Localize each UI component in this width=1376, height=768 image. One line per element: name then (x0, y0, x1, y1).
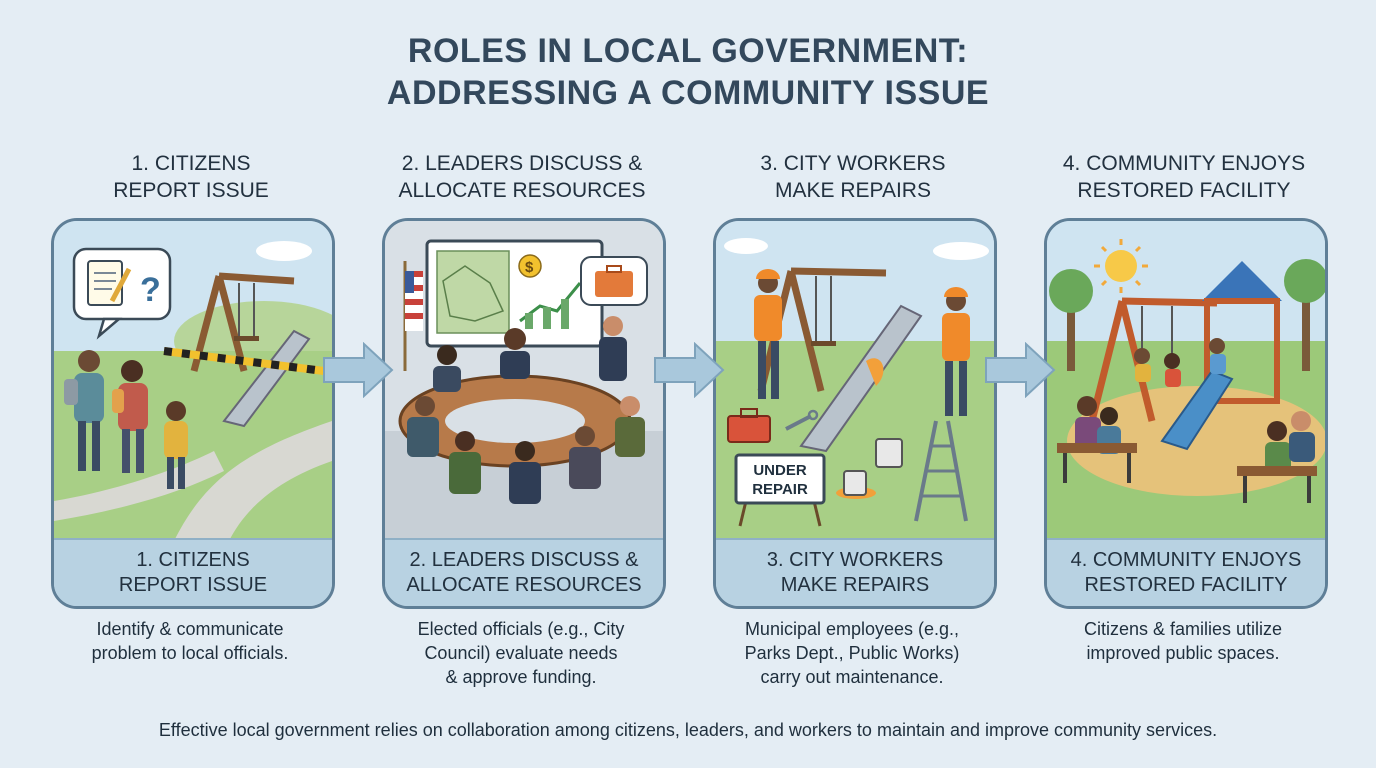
step-4-panel: 4. COMMUNITY ENJOYS RESTORED FACILITY (1044, 218, 1328, 609)
city-workers (754, 269, 970, 416)
step-2-description: Elected officials (e.g., City Council) e… (417, 619, 625, 687)
step-1-panel: ? 1. CITIZENS REPORT ISSUE (51, 218, 335, 609)
dollar-icon: $ (518, 254, 542, 278)
svg-text:UNDER: UNDER (753, 462, 807, 479)
step-1-heading: 1. CITIZENS REPORT ISSUE (113, 152, 269, 202)
paint-can (836, 438, 903, 499)
svg-text:?: ? (140, 271, 161, 309)
title-line-2: ADDRESSING A COMMUNITY ISSUE (386, 74, 990, 112)
step-2-caption: 2. LEADERS DISCUSS & ALLOCATE RESOURCES (385, 538, 663, 606)
council-members (407, 316, 645, 504)
title-line-1: ROLES IN LOCAL GOVERNMENT: (407, 32, 969, 70)
step-4-heading: 4. COMMUNITY ENJOYS RESTORED FACILITY (1062, 152, 1306, 202)
arrow-right-icon (323, 342, 394, 398)
svg-text:$: $ (525, 259, 534, 276)
under-repair-sign: UNDER REPAIR (734, 453, 826, 527)
step-1-description: Identify & communicate problem to local … (91, 619, 289, 663)
svg-text:REPAIR: REPAIR (752, 481, 808, 498)
citizens-group (64, 350, 188, 489)
footer-summary: Effective local government relies on col… (158, 720, 1218, 740)
step-3-caption: 3. CITY WORKERS MAKE REPAIRS (716, 538, 994, 606)
broken-playground-illustration: ? (54, 221, 332, 541)
step-3-description: Municipal employees (e.g., Parks Dept., … (744, 619, 960, 687)
step-3-panel: UNDER REPAIR 3. CITY WORKERS MAKE REPAIR… (713, 218, 997, 609)
step-3-heading: 3. CITY WORKERS MAKE REPAIRS (760, 152, 946, 202)
notepad-icon (87, 260, 132, 306)
sun-icon (1094, 239, 1148, 293)
arrow-right-icon (985, 342, 1056, 398)
toolbox-icon (727, 408, 771, 443)
arrow-right-icon (654, 342, 725, 398)
step-1-caption: 1. CITIZENS REPORT ISSUE (54, 538, 332, 606)
step-2-panel: $ 2. LEADERS (382, 218, 666, 609)
council-meeting-illustration: $ (385, 221, 663, 541)
repair-crew-illustration: UNDER REPAIR (716, 221, 994, 541)
page-title: ROLES IN LOCAL GOVERNMENT: ADDRESSING A … (0, 30, 1376, 114)
flag-icon (403, 261, 423, 371)
question-icon: ? (140, 271, 161, 309)
briefcase-icon (580, 256, 648, 306)
step-4-caption: 4. COMMUNITY ENJOYS RESTORED FACILITY (1047, 538, 1325, 606)
step-2-heading: 2. LEADERS DISCUSS & ALLOCATE RESOURCES (398, 152, 646, 202)
ladder (914, 420, 968, 522)
wrench-icon (785, 409, 819, 431)
restored-playground-illustration (1047, 221, 1325, 541)
step-4-description: Citizens & families utilize improved pub… (1083, 619, 1283, 663)
